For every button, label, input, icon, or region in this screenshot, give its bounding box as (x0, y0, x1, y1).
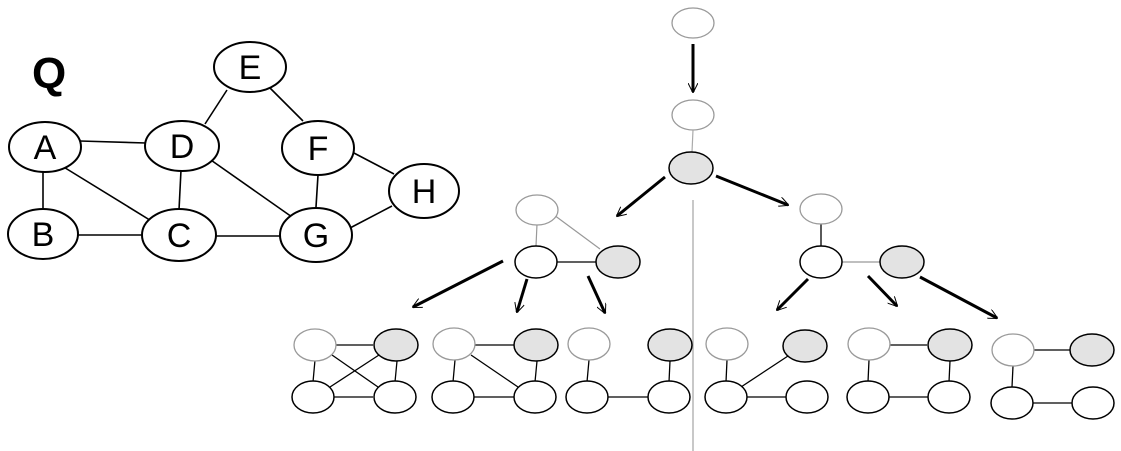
tree-right-subgraph (799, 193, 925, 279)
node-b: B (7, 208, 79, 260)
tree-level2-node-highlight (668, 151, 714, 185)
left-sub-mid-node (514, 245, 558, 279)
node-g: G (279, 207, 353, 263)
tree-leaf-3 (565, 327, 693, 414)
tree-root-chain (617, 7, 788, 216)
edge-d-c (178, 169, 182, 211)
node-c-label: C (167, 217, 192, 255)
node-e: E (213, 41, 287, 93)
edge-e-f (269, 87, 304, 122)
arrow-to-leaf-1 (413, 259, 504, 309)
graph-q-edges (42, 87, 395, 237)
edge-a-c (61, 165, 154, 223)
tree-left-subgraph (514, 194, 641, 279)
tree-leaf-6 (990, 333, 1115, 420)
node-e-label: E (239, 49, 262, 87)
node-a-label: A (34, 129, 57, 167)
edge-a-d (79, 140, 147, 144)
node-b-label: B (32, 216, 55, 254)
right-sub-mid-node (799, 245, 843, 279)
node-f: F (281, 120, 355, 176)
node-g-label: G (303, 217, 329, 255)
search-tree (291, 7, 1115, 451)
graph-q: Q A B C (7, 41, 460, 263)
graph-q-label: Q (32, 49, 66, 98)
left-sub-highlight-node (595, 245, 641, 279)
edge-f-h (351, 151, 395, 175)
edge-d-g (207, 157, 293, 218)
arrow-to-leaf-2 (517, 278, 529, 312)
tree-root-node (671, 7, 715, 39)
arrow-to-leaf-5 (866, 274, 897, 306)
node-h: H (388, 163, 460, 219)
arrow-to-leaf-3 (586, 275, 607, 313)
edge-f-g (315, 174, 319, 208)
right-sub-highlight-node (879, 245, 925, 279)
node-h-label: H (412, 173, 437, 211)
node-d-label: D (170, 128, 195, 166)
tree-arrow-right-branch (715, 174, 788, 205)
graph-q-nodes: A B C D E F G (7, 41, 460, 263)
tree-leaf-arrows (413, 259, 997, 320)
tree-arrow-left-branch (617, 175, 666, 216)
tree-leaf-2 (431, 327, 559, 414)
node-a: A (8, 121, 82, 173)
tree-level1-node (671, 99, 715, 131)
node-f-label: F (308, 130, 329, 168)
node-c: C (141, 208, 217, 262)
tree-level1-edge (691, 129, 694, 153)
edge-d-e (204, 89, 228, 125)
right-sub-top-node (799, 193, 843, 225)
arrow-to-leaf-6 (919, 275, 997, 320)
tree-leaf-1 (291, 328, 419, 414)
edge-g-h (349, 205, 393, 229)
tree-leaf-4 (704, 327, 829, 414)
arrow-to-leaf-4 (777, 277, 810, 310)
left-sub-top-node (515, 194, 559, 226)
tree-leaf-5 (846, 327, 973, 414)
node-d: D (144, 120, 220, 172)
